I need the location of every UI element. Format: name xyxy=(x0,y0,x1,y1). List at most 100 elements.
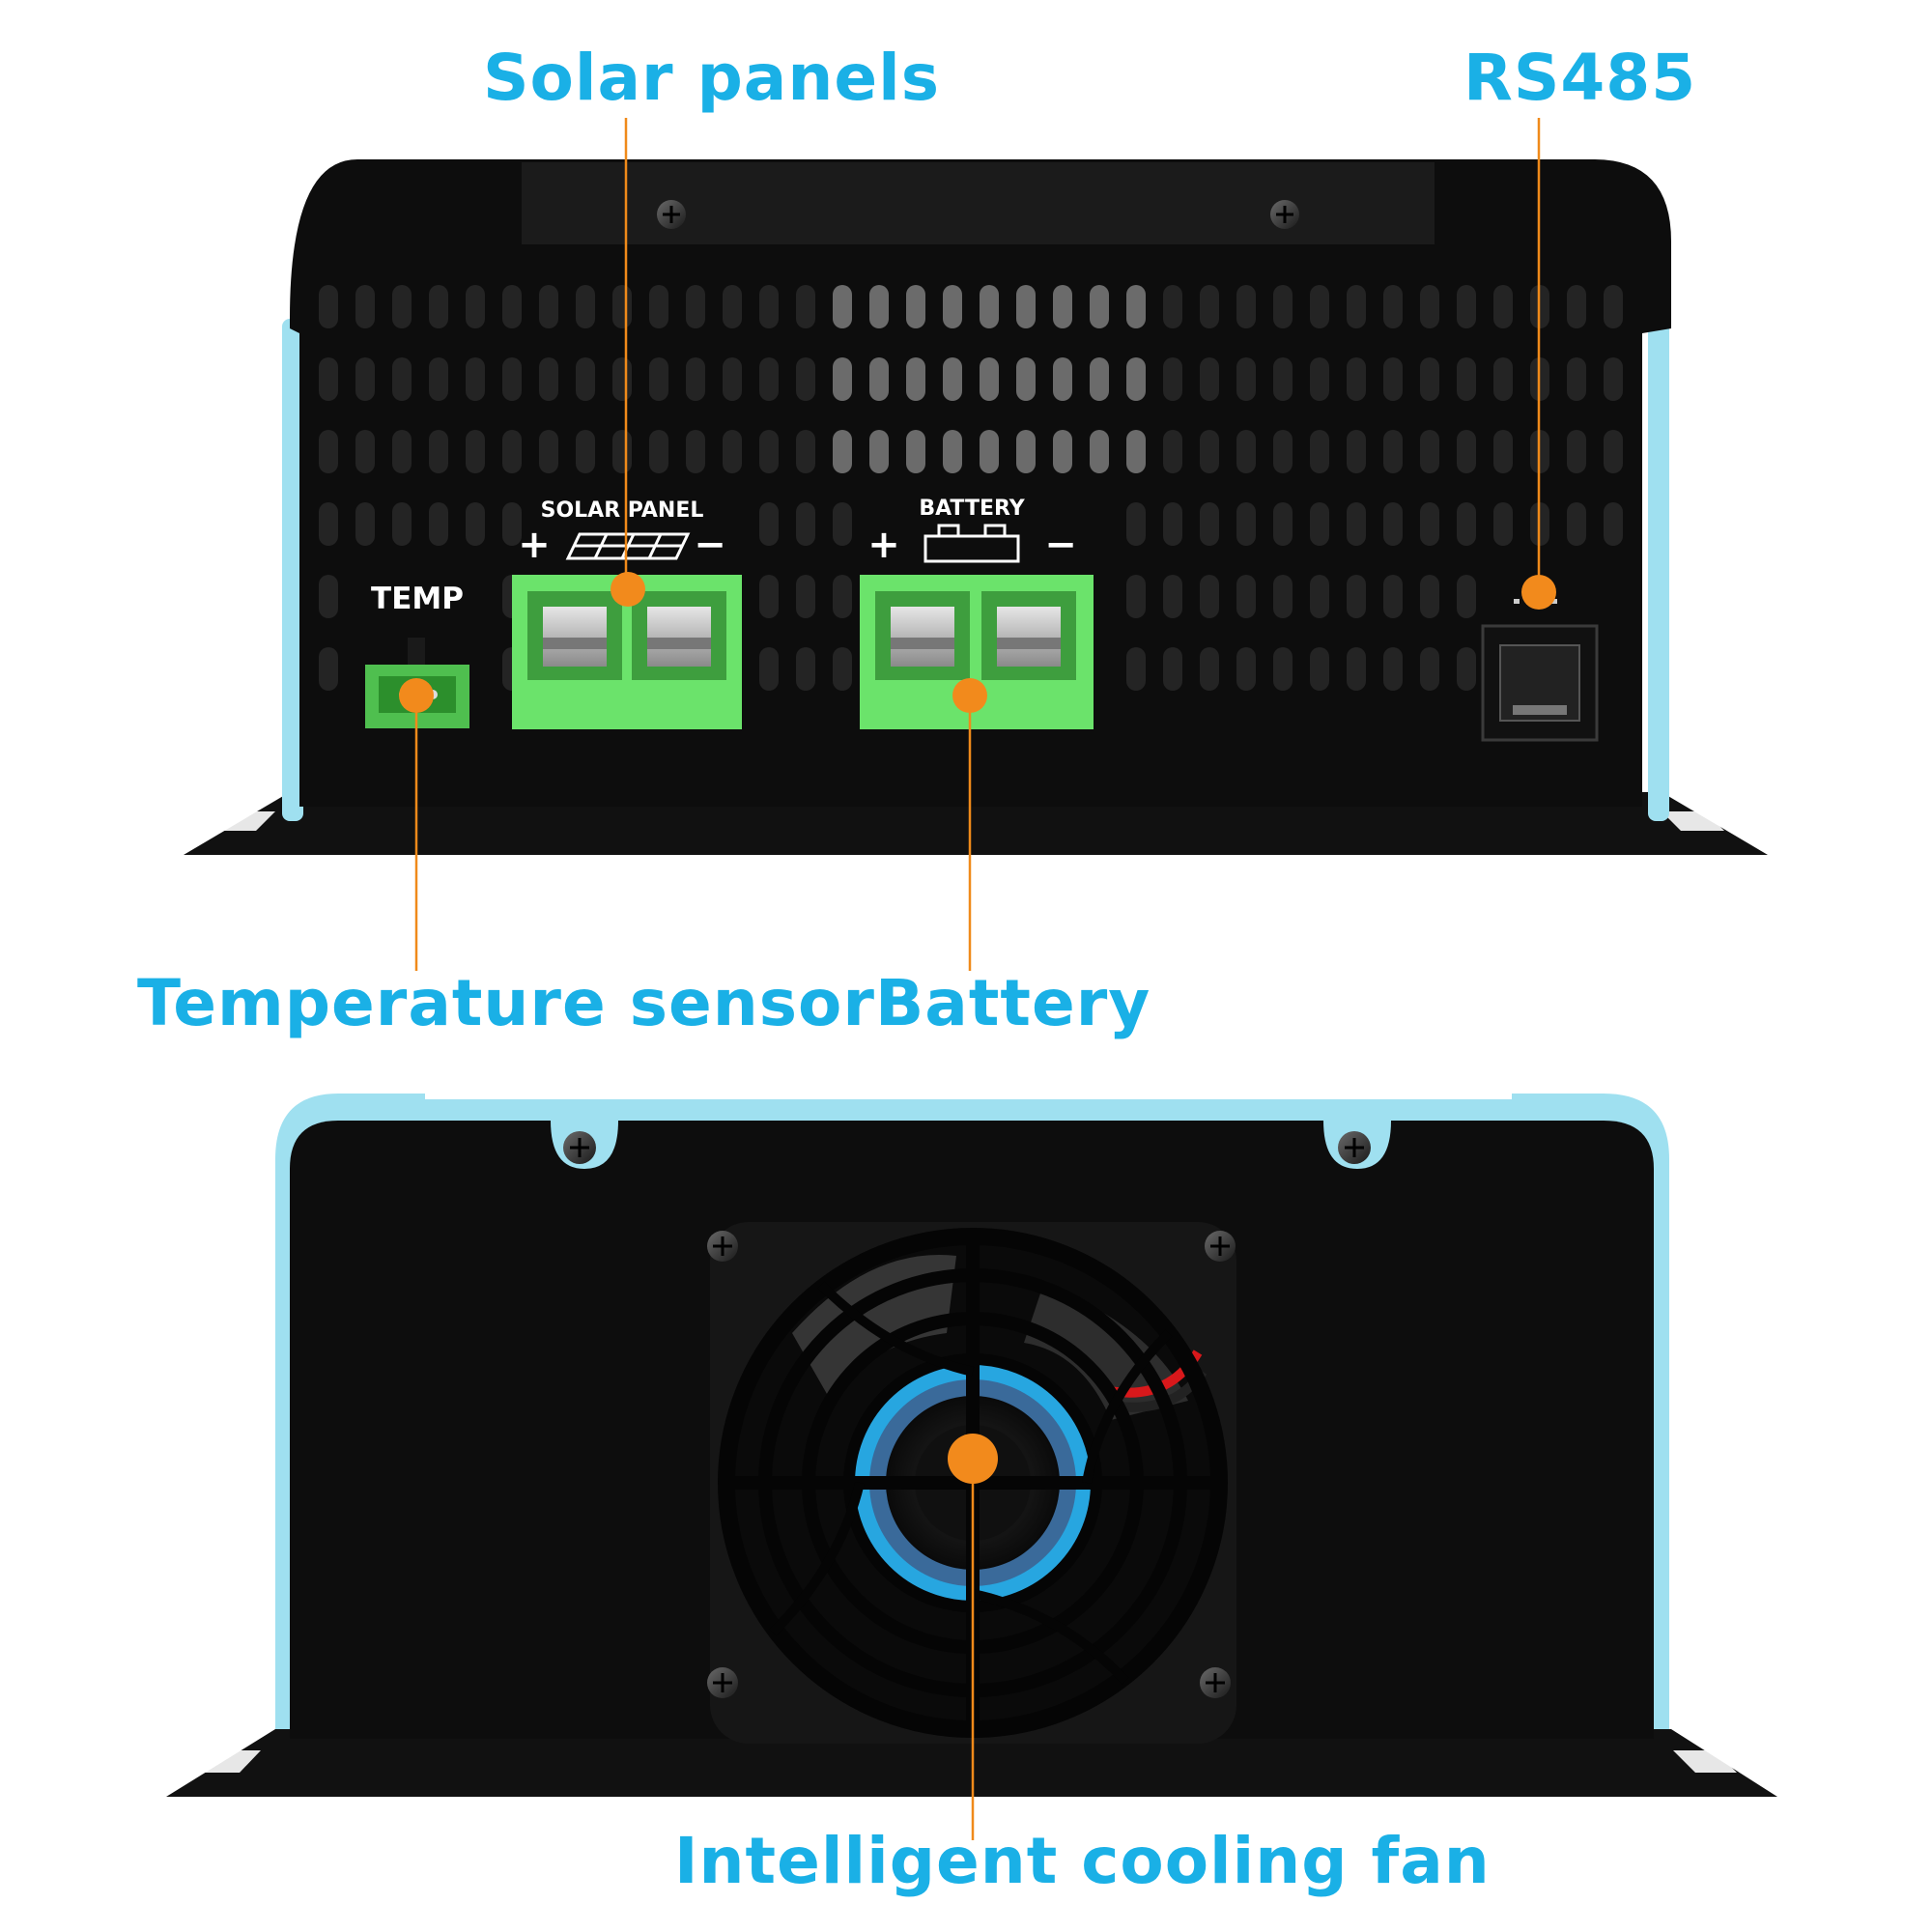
side-accent-right xyxy=(1648,319,1669,821)
callout-rs485: RS485 xyxy=(1463,41,1697,115)
vent-slot xyxy=(612,285,632,328)
vent-slot xyxy=(1347,285,1366,328)
case-screw-left xyxy=(563,1131,596,1164)
callout-cooling-fan: Intelligent cooling fan xyxy=(674,1824,1491,1898)
vent-slot xyxy=(1236,502,1256,546)
vent-slot xyxy=(1457,575,1476,618)
vent-slot xyxy=(723,357,742,401)
cover-screw-left xyxy=(657,200,686,229)
top-cover-plate xyxy=(522,162,1435,244)
fan-screw-top-right xyxy=(1205,1231,1236,1262)
vent-slot xyxy=(649,357,668,401)
vent-slot xyxy=(1310,575,1329,618)
fan-screw-bottom-left xyxy=(707,1667,738,1698)
fan-screw-top-left xyxy=(707,1231,738,1262)
solar-panel-terminal-label: SOLAR PANEL xyxy=(541,498,704,523)
vent-slot xyxy=(1236,285,1256,328)
vent-slot xyxy=(319,647,338,691)
vent-slot xyxy=(686,285,705,328)
vent-slot xyxy=(833,285,852,328)
vent-slot xyxy=(392,502,412,546)
vent-slot xyxy=(1457,430,1476,473)
vent-slot xyxy=(1567,357,1586,401)
cover-screw-right xyxy=(1270,200,1299,229)
vent-slot xyxy=(1420,430,1439,473)
vent-slot xyxy=(759,647,779,691)
vent-slot xyxy=(355,430,375,473)
fan-screw-bottom-right xyxy=(1200,1667,1231,1698)
vent-slot xyxy=(1273,285,1293,328)
vent-slot xyxy=(1457,502,1476,546)
vent-slot xyxy=(943,357,962,401)
vent-slot xyxy=(723,430,742,473)
vent-slot xyxy=(466,285,485,328)
vent-slot xyxy=(539,285,558,328)
vent-slot xyxy=(869,357,889,401)
vent-slot xyxy=(1236,357,1256,401)
vent-slot xyxy=(906,430,925,473)
vent-slot xyxy=(980,357,999,401)
callout-battery: Battery xyxy=(875,966,1151,1040)
vent-slot xyxy=(796,357,815,401)
vent-slot xyxy=(723,285,742,328)
vent-slot xyxy=(1493,357,1513,401)
vent-slot xyxy=(649,430,668,473)
vent-slot xyxy=(1016,430,1036,473)
vent-slot xyxy=(539,430,558,473)
vent-slot xyxy=(943,430,962,473)
vent-slot xyxy=(502,285,522,328)
vent-slot xyxy=(796,502,815,546)
vent-slot xyxy=(759,285,779,328)
vent-slot xyxy=(429,430,448,473)
vent-slot xyxy=(576,430,595,473)
vent-slot xyxy=(1493,430,1513,473)
solar-panel-terminal-block xyxy=(512,575,742,729)
vent-slot xyxy=(1126,502,1146,546)
rs485-port xyxy=(1481,599,1599,742)
vent-slot xyxy=(1347,575,1366,618)
vent-slot xyxy=(319,502,338,546)
callout-temperature-sensor: Temperature sensor xyxy=(137,966,875,1040)
vent-slot xyxy=(649,285,668,328)
vent-slot xyxy=(1273,357,1293,401)
vent-slot xyxy=(1383,285,1403,328)
vent-slot xyxy=(1236,575,1256,618)
battery-plus-sign: + xyxy=(867,523,900,567)
vent-slot xyxy=(1200,575,1219,618)
vent-slot xyxy=(1347,357,1366,401)
vent-slot xyxy=(1347,430,1366,473)
vent-slot xyxy=(429,357,448,401)
vent-slot xyxy=(943,285,962,328)
vent-slot xyxy=(1310,647,1329,691)
marker-battery xyxy=(952,678,987,713)
vent-slot xyxy=(1126,647,1146,691)
vent-slot xyxy=(1236,647,1256,691)
vent-slot xyxy=(612,430,632,473)
vent-slot xyxy=(1200,285,1219,328)
mounting-flange-top xyxy=(184,792,1768,855)
battery-minus-sign: − xyxy=(1044,523,1077,567)
vent-slot xyxy=(1347,502,1366,546)
vent-slot xyxy=(686,430,705,473)
vent-slot xyxy=(1383,502,1403,546)
vent-slot xyxy=(392,357,412,401)
vent-slot xyxy=(1567,430,1586,473)
vent-slot xyxy=(319,430,338,473)
vent-slot xyxy=(1420,285,1439,328)
vent-slot xyxy=(796,575,815,618)
vent-slot xyxy=(1090,285,1109,328)
vent-slot xyxy=(1273,647,1293,691)
battery-terminal-label: BATTERY xyxy=(919,497,1025,521)
vent-slot xyxy=(759,575,779,618)
vent-slot xyxy=(1200,430,1219,473)
vent-slot xyxy=(1493,285,1513,328)
vent-slot xyxy=(833,575,852,618)
solar-minus-sign: − xyxy=(694,523,726,567)
vent-grille xyxy=(319,285,1623,691)
vent-slot xyxy=(833,647,852,691)
vent-slot xyxy=(355,285,375,328)
vent-slot xyxy=(1163,502,1182,546)
vent-slot xyxy=(1273,430,1293,473)
vent-slot xyxy=(392,430,412,473)
vent-slot xyxy=(980,285,999,328)
